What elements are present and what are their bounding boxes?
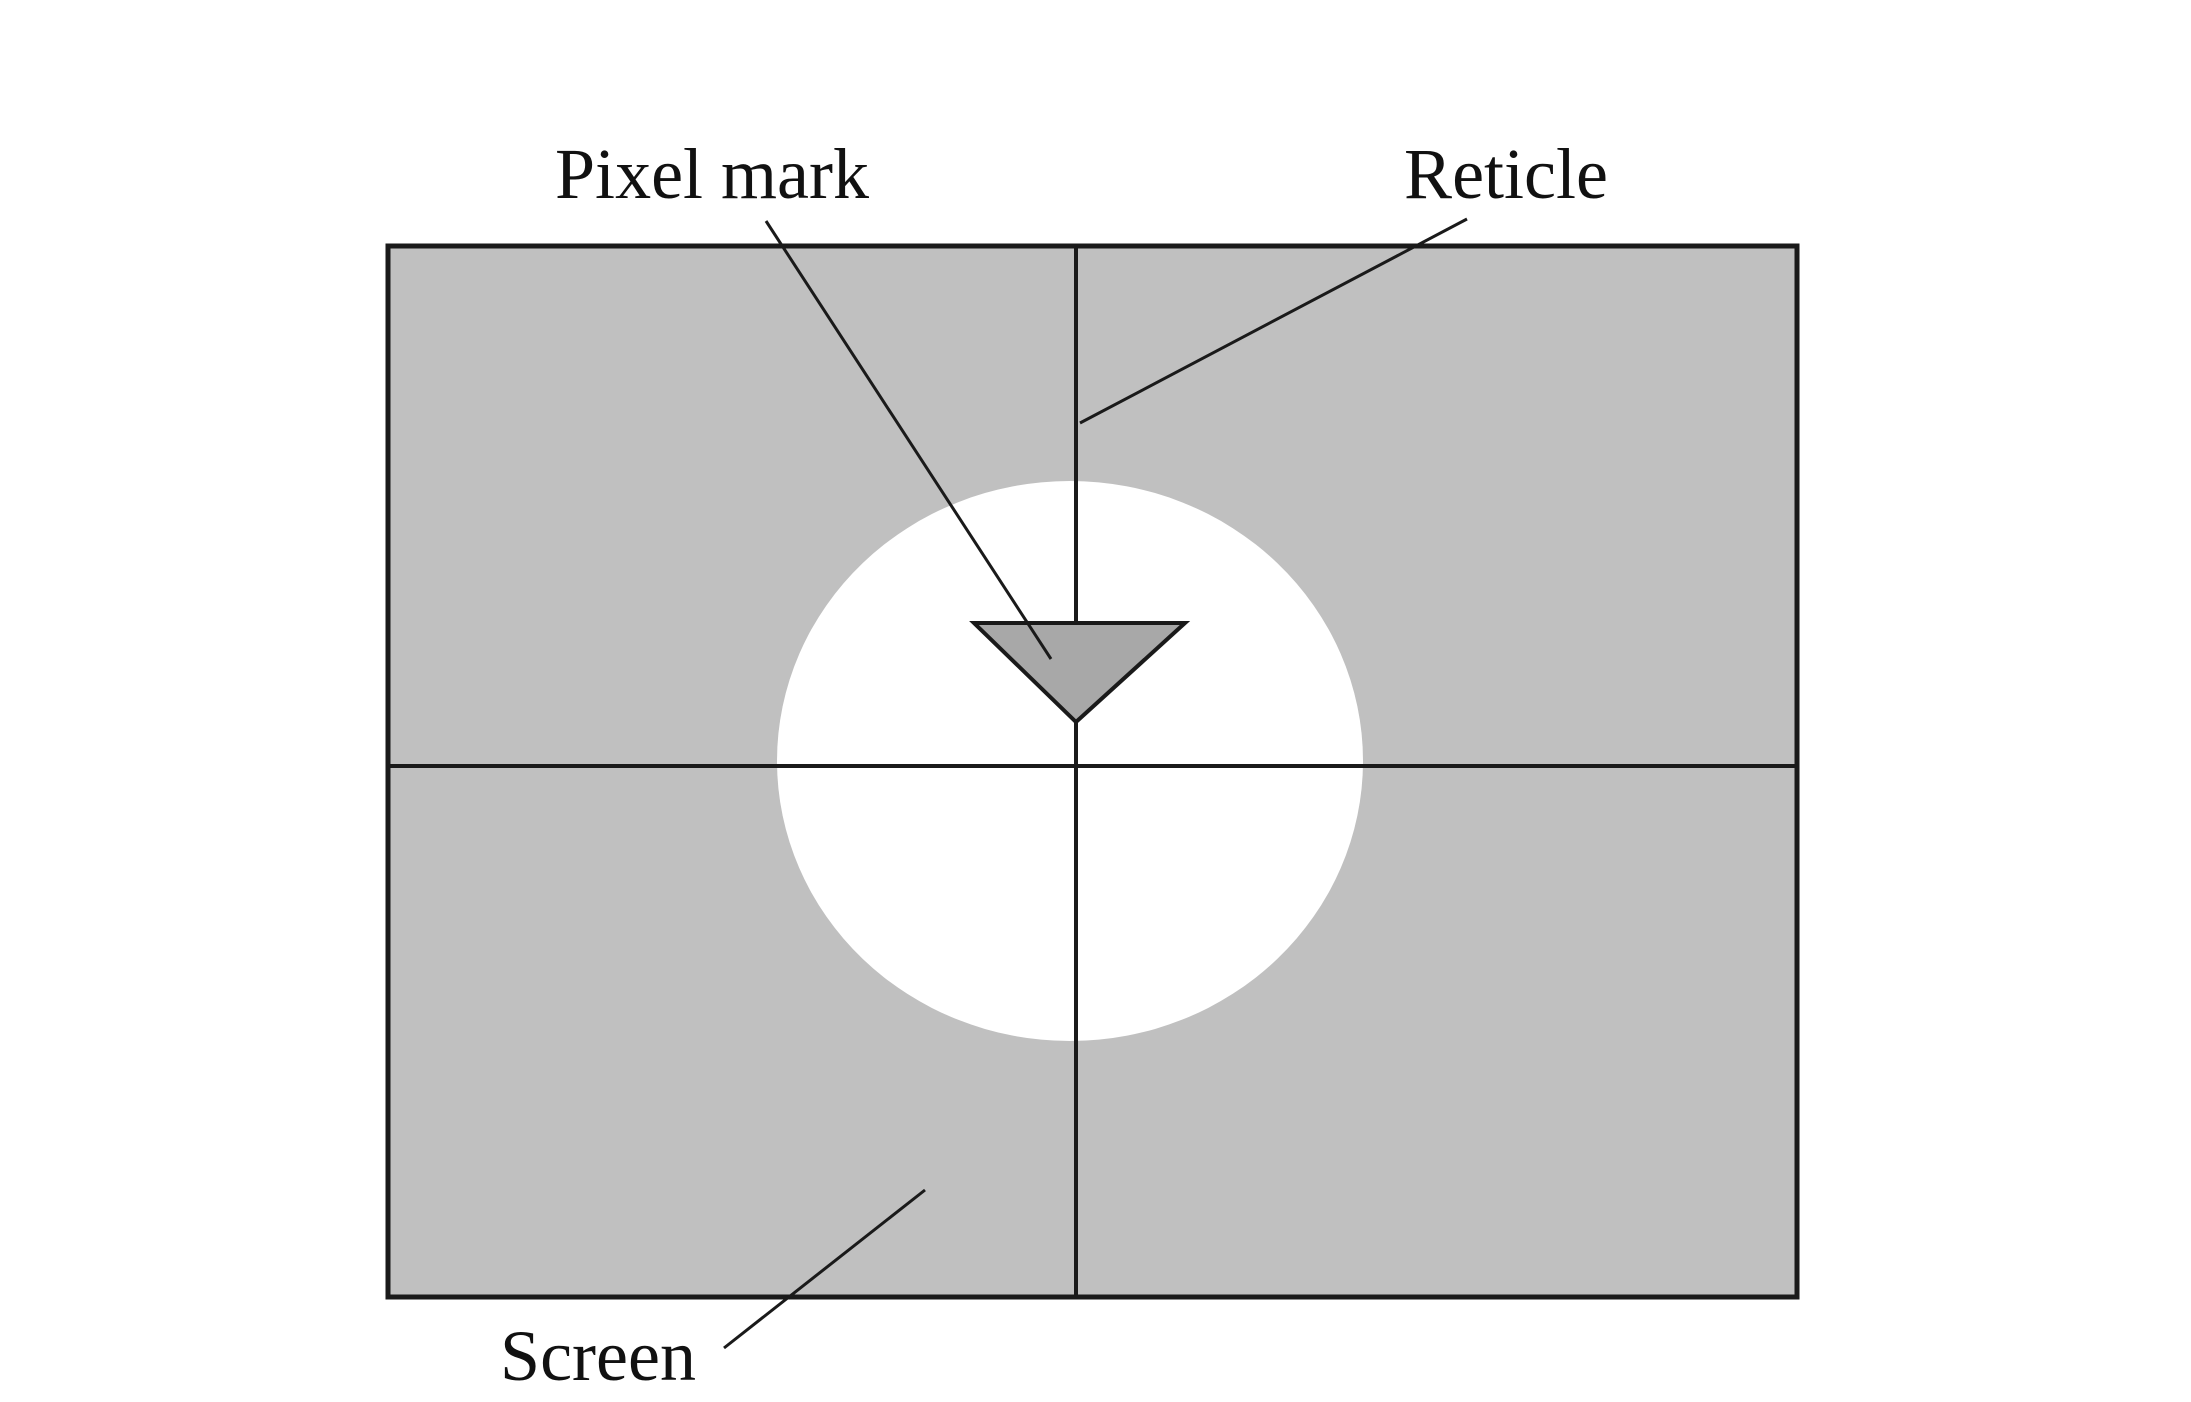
pixel-mark-label: Pixel mark [555, 134, 869, 214]
bright-spot [777, 481, 1363, 1041]
reticle-leader-line [1079, 217, 1468, 425]
screen-leader-line [723, 1188, 926, 1350]
screen-label: Screen [500, 1316, 696, 1396]
reticle-label: Reticle [1404, 134, 1608, 214]
pixel-mark-leader-line [764, 220, 1053, 660]
pixel-mark-triangle [969, 621, 1191, 725]
